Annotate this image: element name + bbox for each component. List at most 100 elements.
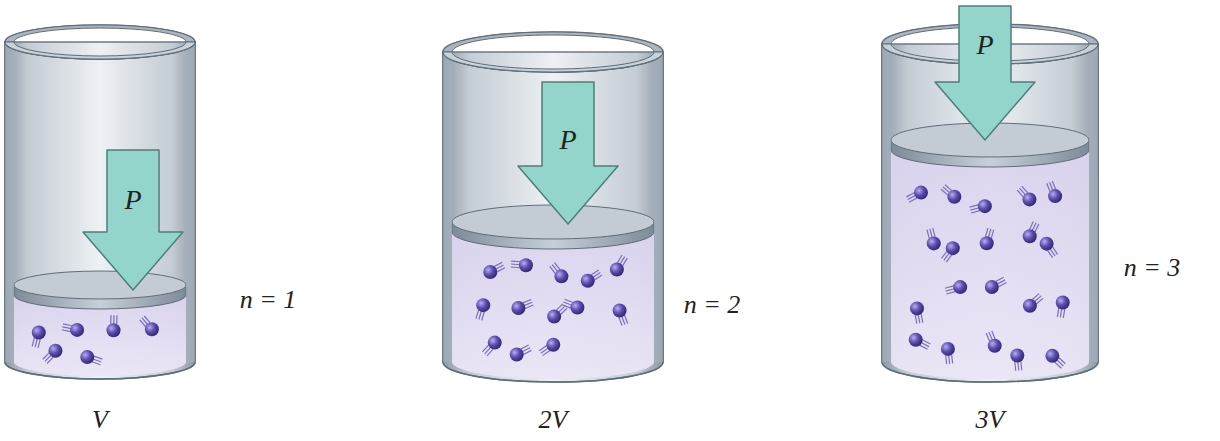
cylinder-outline — [5, 42, 195, 379]
gas-molecule — [1010, 349, 1024, 363]
motion-line — [921, 314, 923, 323]
motion-line — [511, 260, 520, 262]
gas-molecules — [476, 255, 628, 362]
gas-molecule — [145, 322, 159, 336]
motion-line — [619, 317, 622, 325]
motion-line — [985, 228, 987, 237]
motion-line — [554, 263, 560, 270]
motion-line — [970, 208, 979, 210]
gas-molecule — [519, 258, 533, 272]
gas-molecule — [547, 310, 561, 324]
motion-line — [32, 338, 34, 347]
motion-line — [1050, 182, 1053, 190]
motion-line — [949, 355, 950, 364]
gas-molecule — [947, 190, 961, 204]
motion-line — [1017, 362, 1019, 371]
motion-line — [483, 345, 489, 352]
motion-line — [511, 266, 520, 268]
cylinder-body — [5, 42, 195, 379]
motion-line — [624, 315, 627, 323]
motion-line — [561, 308, 567, 314]
motion-line — [986, 333, 989, 341]
motion-line — [523, 299, 531, 302]
gas-molecule — [570, 301, 584, 315]
gas-molecule — [1022, 192, 1036, 206]
motion-line — [562, 305, 570, 308]
motion-line — [1063, 309, 1064, 318]
gas-molecule — [941, 342, 955, 356]
gas-molecules — [32, 315, 159, 365]
gas-molecule — [488, 336, 502, 350]
motion-line — [594, 275, 602, 280]
gas-molecule — [988, 339, 1002, 353]
mole-label: n = 3 — [1124, 255, 1181, 281]
gas-molecule — [48, 344, 62, 358]
motion-line — [971, 211, 980, 213]
motion-line — [1047, 183, 1050, 191]
motion-line — [930, 229, 932, 238]
motion-line — [946, 289, 955, 291]
motion-line — [62, 330, 71, 332]
gas-molecule — [1023, 299, 1037, 313]
motion-line — [524, 302, 532, 305]
motion-line — [35, 338, 37, 347]
piston-top — [14, 271, 186, 299]
gas-region — [452, 222, 654, 379]
gas-molecule — [476, 298, 490, 312]
gas-molecule — [546, 338, 560, 352]
motion-line — [945, 185, 952, 191]
gas-molecule — [910, 301, 924, 315]
gas-molecule — [613, 303, 627, 317]
motion-line — [563, 302, 571, 305]
mole-label: n = 2 — [684, 292, 741, 318]
motion-line — [906, 193, 914, 197]
gas-molecule — [32, 326, 46, 340]
motion-line — [1057, 308, 1058, 317]
motion-line — [1048, 250, 1053, 257]
gas-molecule — [1023, 229, 1037, 243]
gas-molecule — [1045, 349, 1059, 363]
cylinder-wall — [443, 52, 452, 362]
motion-line — [1035, 224, 1039, 232]
pressure-label: P — [976, 31, 993, 59]
cylinder-wall — [882, 44, 891, 362]
volume-label: 2V — [539, 407, 568, 433]
motion-line — [63, 324, 72, 326]
pressure-arrow — [83, 150, 183, 290]
gas-region — [891, 140, 1089, 379]
cylinder-wall — [654, 52, 663, 362]
motion-line — [43, 353, 49, 359]
gas-molecule — [70, 323, 84, 337]
motion-line — [920, 345, 928, 349]
cylinder-rim — [443, 32, 663, 72]
cylinder-wall — [1089, 44, 1098, 362]
gas-molecule — [610, 262, 624, 276]
gas-molecule — [511, 301, 525, 315]
motion-line — [1052, 181, 1055, 189]
gas-molecule — [909, 333, 923, 347]
cylinder-wall — [186, 42, 195, 362]
motion-line — [947, 292, 956, 294]
gas-molecule — [107, 323, 121, 337]
motion-line — [497, 268, 505, 272]
cylinder-rim-front — [443, 52, 663, 72]
volume-label: 3V — [976, 407, 1005, 433]
motion-line — [523, 350, 531, 354]
motion-line — [988, 229, 990, 238]
gas-molecules — [906, 181, 1069, 371]
gas-molecule — [554, 269, 568, 283]
gas-molecule — [1056, 296, 1070, 310]
motion-line — [94, 356, 102, 359]
motion-line — [970, 205, 979, 207]
motion-line — [999, 283, 1007, 287]
gas-molecule — [1048, 189, 1062, 203]
motion-line — [946, 355, 947, 364]
gas-molecule — [1040, 237, 1054, 251]
mole-label: n = 1 — [240, 287, 297, 313]
pressure-arrow — [935, 6, 1035, 140]
motion-line — [918, 314, 920, 323]
motion-line — [941, 251, 946, 258]
pressure-arrow — [518, 82, 618, 224]
